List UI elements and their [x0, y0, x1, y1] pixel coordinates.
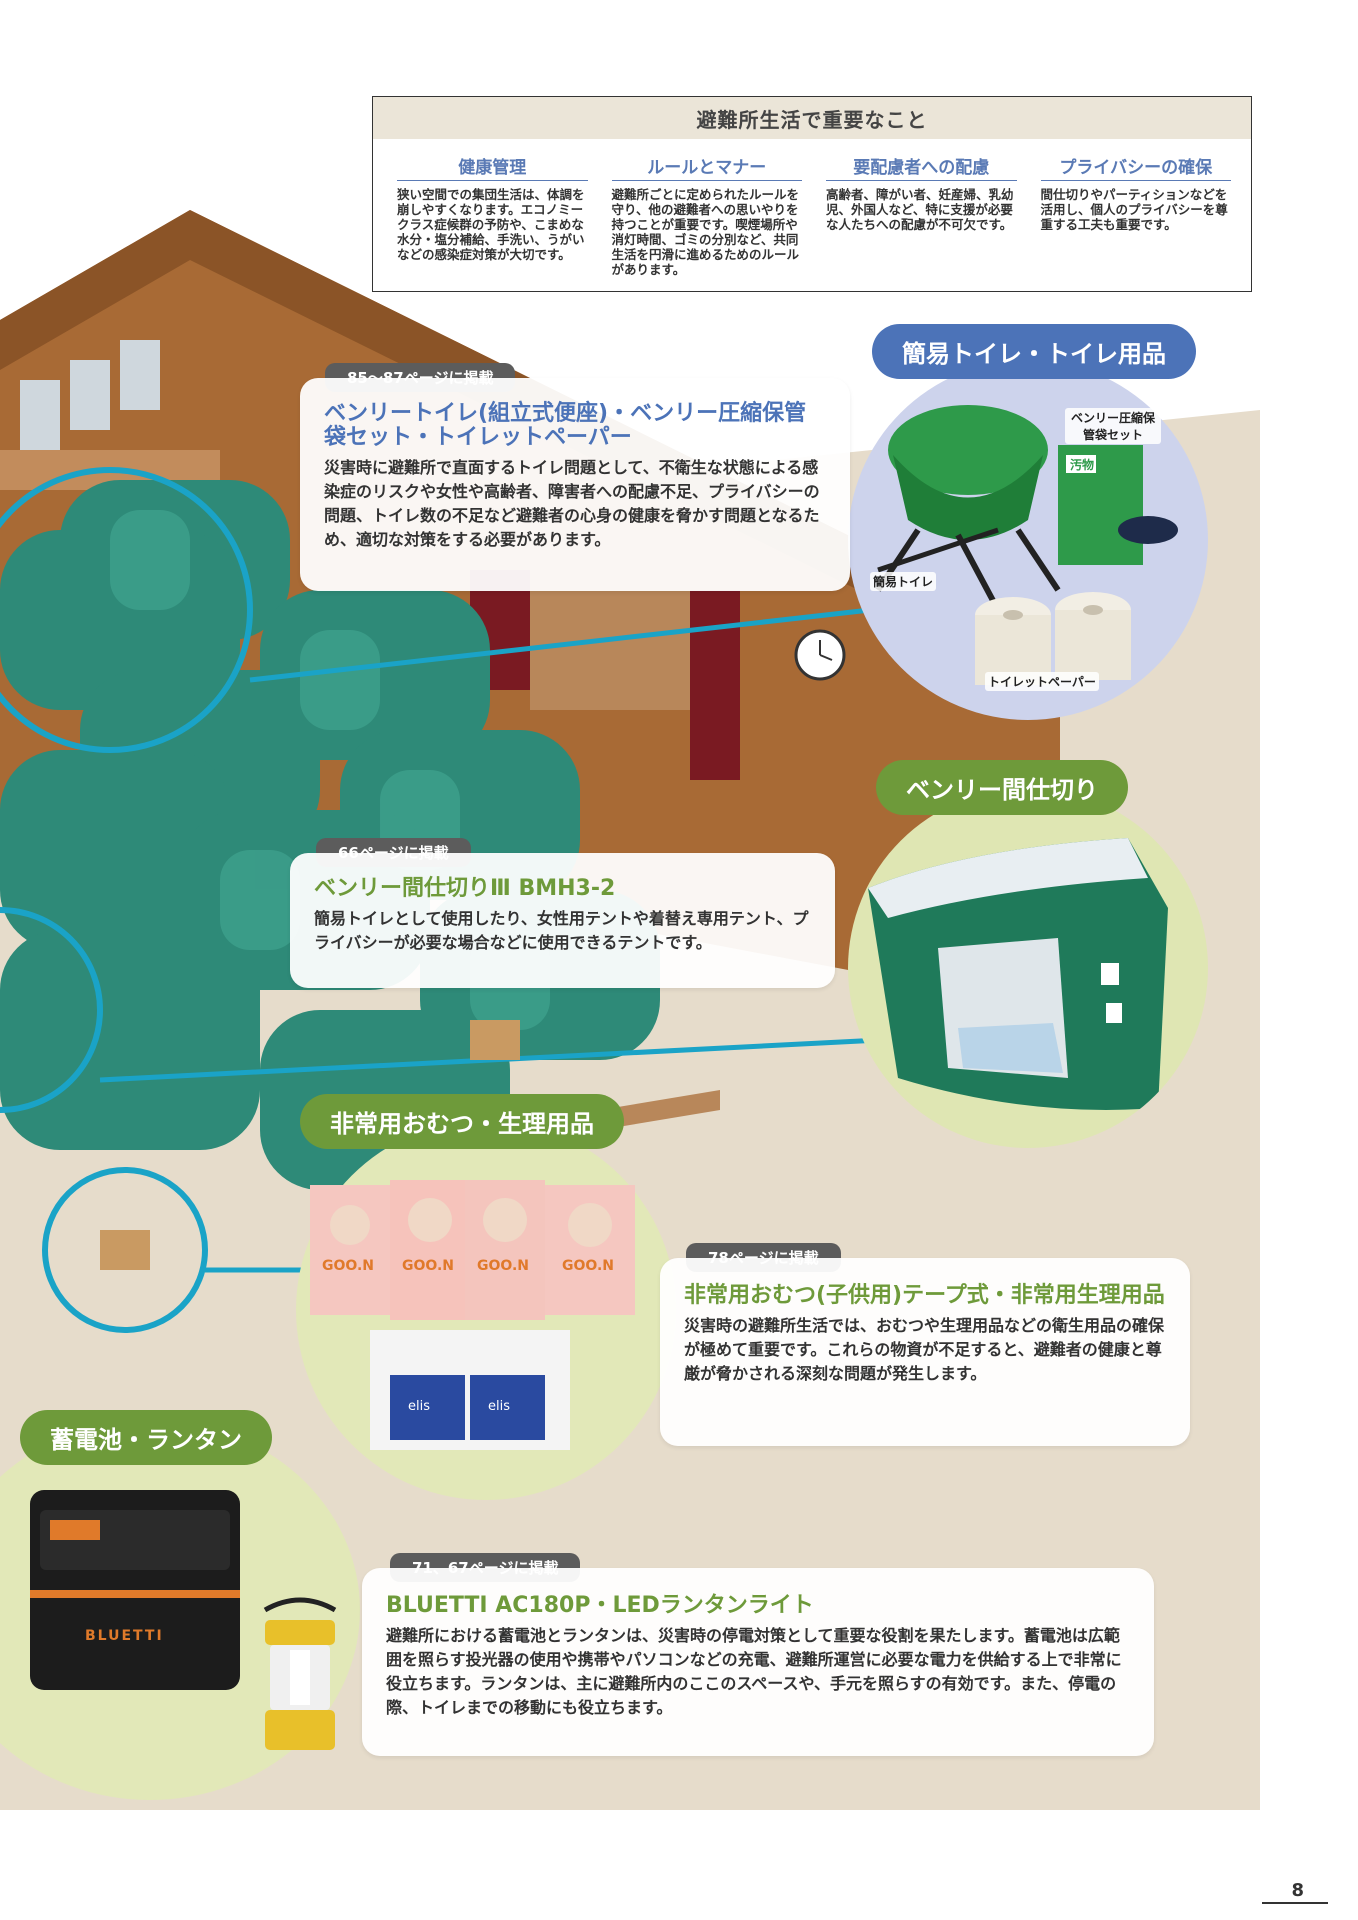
- partition-product-circle: [848, 788, 1208, 1148]
- summary-col-health: 健康管理 狭い空間での集団生活は、体調を崩しやすくなります。エコノミークラス症候…: [397, 153, 588, 277]
- diaper-card: 非常用おむつ(子供用)テープ式・非常用生理用品 災害時の避難所生活では、おむつや…: [660, 1258, 1190, 1446]
- diaper-description: 災害時の避難所生活では、おむつや生理用品などの衛生用品の確保が極めて重要です。こ…: [684, 1316, 1165, 1383]
- partition-card: ベンリー間仕切りⅢ BMH3-2 簡易トイレとして使用したり、女性用テントや着替…: [290, 853, 835, 988]
- partition-category-pill: ベンリー間仕切り: [876, 760, 1128, 815]
- callout-ring: [42, 1167, 208, 1333]
- toilet-description: 災害時に避難所で直面するトイレ問題として、不衛生な状態による感染症のリスクや女性…: [324, 458, 820, 549]
- window: [120, 340, 160, 410]
- summary-col-care: 要配慮者への配慮 高齢者、障がい者、妊産婦、乳幼児、外国人など、特に支援が必要な…: [826, 153, 1017, 277]
- diaper-brand: GOO.N: [322, 1258, 374, 1274]
- stage-curtain: [690, 590, 740, 780]
- battery-card: BLUETTI AC180P・LEDランタンライト 避難所における蓄電池とランタ…: [362, 1568, 1154, 1756]
- pad-brand: elis: [488, 1399, 510, 1414]
- callout-ring: [0, 467, 253, 753]
- diaper-brand: GOO.N: [402, 1258, 454, 1274]
- battery-lantern-image: BLUETTI: [30, 1490, 337, 1750]
- desk: [600, 1090, 720, 1130]
- summary-col-rules: ルールとマナー 避難所ごとに定められたルールを守り、他の避難者への思いやりを持つ…: [611, 153, 802, 277]
- battery-category-pill: 蓄電池・ランタン: [20, 1410, 272, 1465]
- toilet-paper-label: トイレットペーパー: [985, 672, 1099, 691]
- summary-heading: プライバシーの確保: [1040, 153, 1231, 181]
- partition-title: ベンリー間仕切りⅢ BMH3-2: [314, 876, 616, 901]
- summary-heading: ルールとマナー: [611, 153, 802, 181]
- summary-box: 避難所生活で重要なこと 健康管理 狭い空間での集団生活は、体調を崩しやすくなりま…: [372, 96, 1252, 292]
- callout-ring: [0, 907, 103, 1113]
- bag-set-label: ベンリー圧縮保管袋セット: [1065, 408, 1161, 444]
- summary-title: 避難所生活で重要なこと: [373, 97, 1251, 139]
- toilet-title: ベンリートイレ(組立式便座)・ベンリー圧縮保管袋セット・トイレットペーパー: [324, 401, 807, 450]
- diaper-products-image: GOO.N GOO.N GOO.N GOO.N elis elis: [310, 1180, 635, 1450]
- simple-toilet-label: 簡易トイレ: [870, 572, 937, 591]
- page-number: 8: [1291, 1880, 1304, 1901]
- battery-title: BLUETTI AC180P・LEDランタンライト: [386, 1593, 814, 1618]
- summary-text: 高齢者、障がい者、妊産婦、乳幼児、外国人など、特に支援が必要な人たちへの配慮が不…: [826, 187, 1014, 232]
- tent-image: [868, 838, 1168, 1110]
- window: [70, 360, 110, 430]
- bag-print: 汚物: [1070, 457, 1094, 472]
- summary-text: 間仕切りやパーティションなどを活用し、個人のプライバシーを尊重する工夫も重要です…: [1040, 187, 1228, 232]
- battery-description: 避難所における蓄電池とランタンは、災害時の停電対策として重要な役割を果たします。…: [386, 1626, 1122, 1717]
- window: [20, 380, 60, 450]
- diaper-brand: GOO.N: [477, 1258, 529, 1274]
- summary-col-privacy: プライバシーの確保 間仕切りやパーティションなどを活用し、個人のプライバシーを尊…: [1040, 153, 1231, 277]
- page-number-rule: [1262, 1902, 1328, 1904]
- battery-brand: BLUETTI: [85, 1628, 164, 1644]
- pad-brand: elis: [408, 1399, 430, 1414]
- summary-heading: 要配慮者への配慮: [826, 153, 1017, 181]
- diaper-brand: GOO.N: [562, 1258, 614, 1274]
- summary-text: 狭い空間での集団生活は、体調を崩しやすくなります。エコノミークラス症候群の予防や…: [397, 187, 585, 262]
- summary-text: 避難所ごとに定められたルールを守り、他の避難者への思いやりを持つことが重要です。…: [611, 187, 800, 277]
- toilet-card: ベンリートイレ(組立式便座)・ベンリー圧縮保管袋セット・トイレットペーパー 災害…: [300, 378, 850, 591]
- cardboard-box: [470, 1020, 520, 1060]
- toilet-products-image: 汚物: [875, 405, 1178, 685]
- summary-heading: 健康管理: [397, 153, 588, 181]
- diaper-title: 非常用おむつ(子供用)テープ式・非常用生理用品: [684, 1283, 1165, 1308]
- stage: [530, 590, 690, 710]
- diaper-category-pill: 非常用おむつ・生理用品: [300, 1094, 624, 1149]
- cardboard-box: [100, 1230, 150, 1270]
- toilet-category-pill: 簡易トイレ・トイレ用品: [872, 324, 1196, 379]
- partition-description: 簡易トイレとして使用したり、女性用テントや着替え専用テント、プライバシーが必要な…: [314, 909, 809, 952]
